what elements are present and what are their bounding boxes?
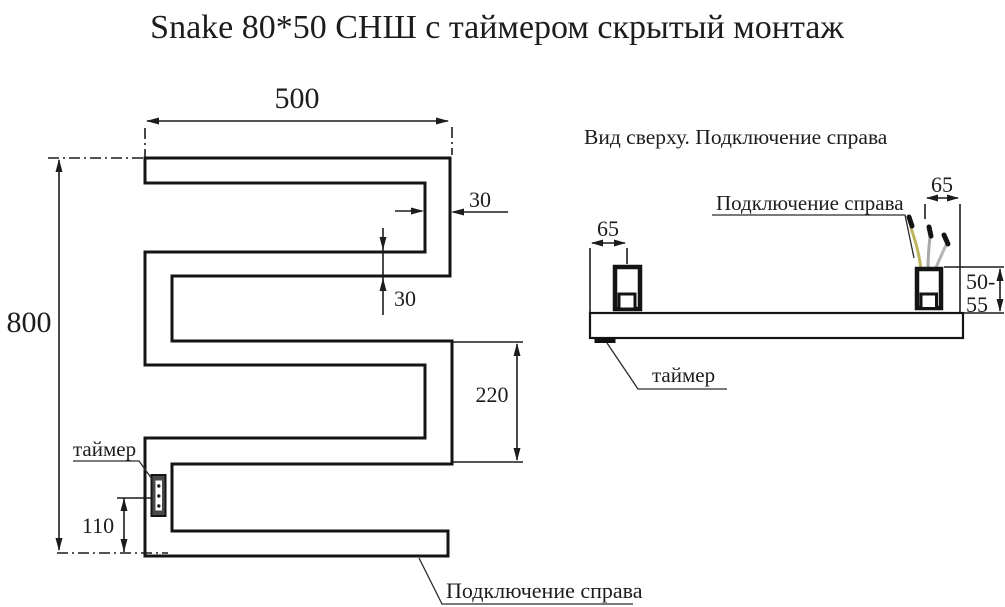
timer-top-view-mark <box>594 338 616 343</box>
dim-30v-arrow-up <box>379 278 387 291</box>
top-connection-leader <box>712 214 915 259</box>
dim-220-arrow-bottom <box>513 448 521 461</box>
connection-wires <box>906 214 951 272</box>
timer-leader <box>73 460 153 480</box>
dim-30h-arrow-outer <box>451 208 464 216</box>
dim-65l-arrow-right <box>614 239 626 247</box>
dim-5055-arrow-top <box>996 268 1004 281</box>
top-view: Вид сверху. Подключение справа <box>584 125 1004 390</box>
dim-110-arrow-top <box>120 498 128 511</box>
tube-top-view-bar <box>588 311 965 340</box>
dim-65l-text: 65 <box>597 216 619 241</box>
dim-500: 500 <box>144 82 453 157</box>
dim-800-arrow-bottom <box>55 538 63 551</box>
wire-tip <box>941 232 951 247</box>
dim-5055-text-line1: 50- <box>966 269 995 294</box>
dim-800-text: 800 <box>7 306 52 339</box>
dim-110-text: 110 <box>82 513 114 538</box>
wire-yellow <box>909 226 923 272</box>
wire-tip <box>926 224 934 239</box>
top-timer-label: таймер <box>652 363 715 387</box>
dim-65-right: 65 <box>924 172 961 313</box>
timer-dot <box>157 484 161 488</box>
front-view: 500 800 30 30 <box>7 82 643 605</box>
dim-65-left: 65 <box>589 216 628 313</box>
dim-500-text: 500 <box>275 82 320 115</box>
dim-220: 220 <box>452 341 523 463</box>
dim-800-arrow-top <box>55 159 63 172</box>
right-bracket <box>914 266 944 311</box>
dim-500-arrow-left <box>146 117 159 125</box>
dim-30h-arrow-inner <box>411 207 424 215</box>
dim-220-arrow-top <box>513 343 521 356</box>
top-connection-label: Подключение справа <box>716 191 904 215</box>
top-connection-callout: Подключение справа <box>712 191 915 259</box>
timer-dot <box>157 494 161 498</box>
dim-65r-arrow-left <box>926 194 938 202</box>
dim-110-arrow-bottom <box>120 539 128 552</box>
dim-220-text: 220 <box>476 382 509 407</box>
dim-65l-arrow-left <box>591 239 603 247</box>
connection-label: Подключение справа <box>446 578 643 603</box>
dim-65r-arrow-right <box>947 194 959 202</box>
top-view-heading: Вид сверху. Подключение справа <box>584 125 888 149</box>
dim-30-vertical: 30 <box>379 228 416 315</box>
dim-5055-text-line2: 55 <box>966 292 988 317</box>
dim-50-55: 50- 55 <box>944 266 1004 317</box>
drawing-title: Snake 80*50 СНШ с таймером скрытый монта… <box>150 9 844 46</box>
timer-callout: таймер <box>73 437 153 480</box>
timer-dot <box>157 504 161 508</box>
dim-30v-text: 30 <box>394 286 416 311</box>
wire-grey-middle <box>926 235 932 272</box>
dim-30-horizontal: 30 <box>395 187 508 216</box>
right-bracket-foot <box>919 292 938 310</box>
top-timer-leader <box>606 342 727 390</box>
dim-30v-arrow-down <box>379 237 387 250</box>
timer-label: таймер <box>73 437 136 461</box>
dim-800: 800 <box>7 157 168 554</box>
top-timer-callout: таймер <box>606 342 727 390</box>
dim-65r-text: 65 <box>931 172 953 197</box>
dim-500-arrow-right <box>436 117 449 125</box>
dim-110: 110 <box>82 497 151 552</box>
timer-device <box>150 474 167 517</box>
snake-tube-outline <box>143 156 454 558</box>
left-bracket-foot <box>617 292 637 311</box>
wire-tip <box>906 214 915 229</box>
dim-30h-text: 30 <box>469 187 491 212</box>
connection-callout: Подключение справа <box>418 557 643 605</box>
connection-leader <box>418 557 633 605</box>
dim-5055-arrow-bottom <box>996 299 1004 312</box>
left-bracket <box>612 264 643 312</box>
